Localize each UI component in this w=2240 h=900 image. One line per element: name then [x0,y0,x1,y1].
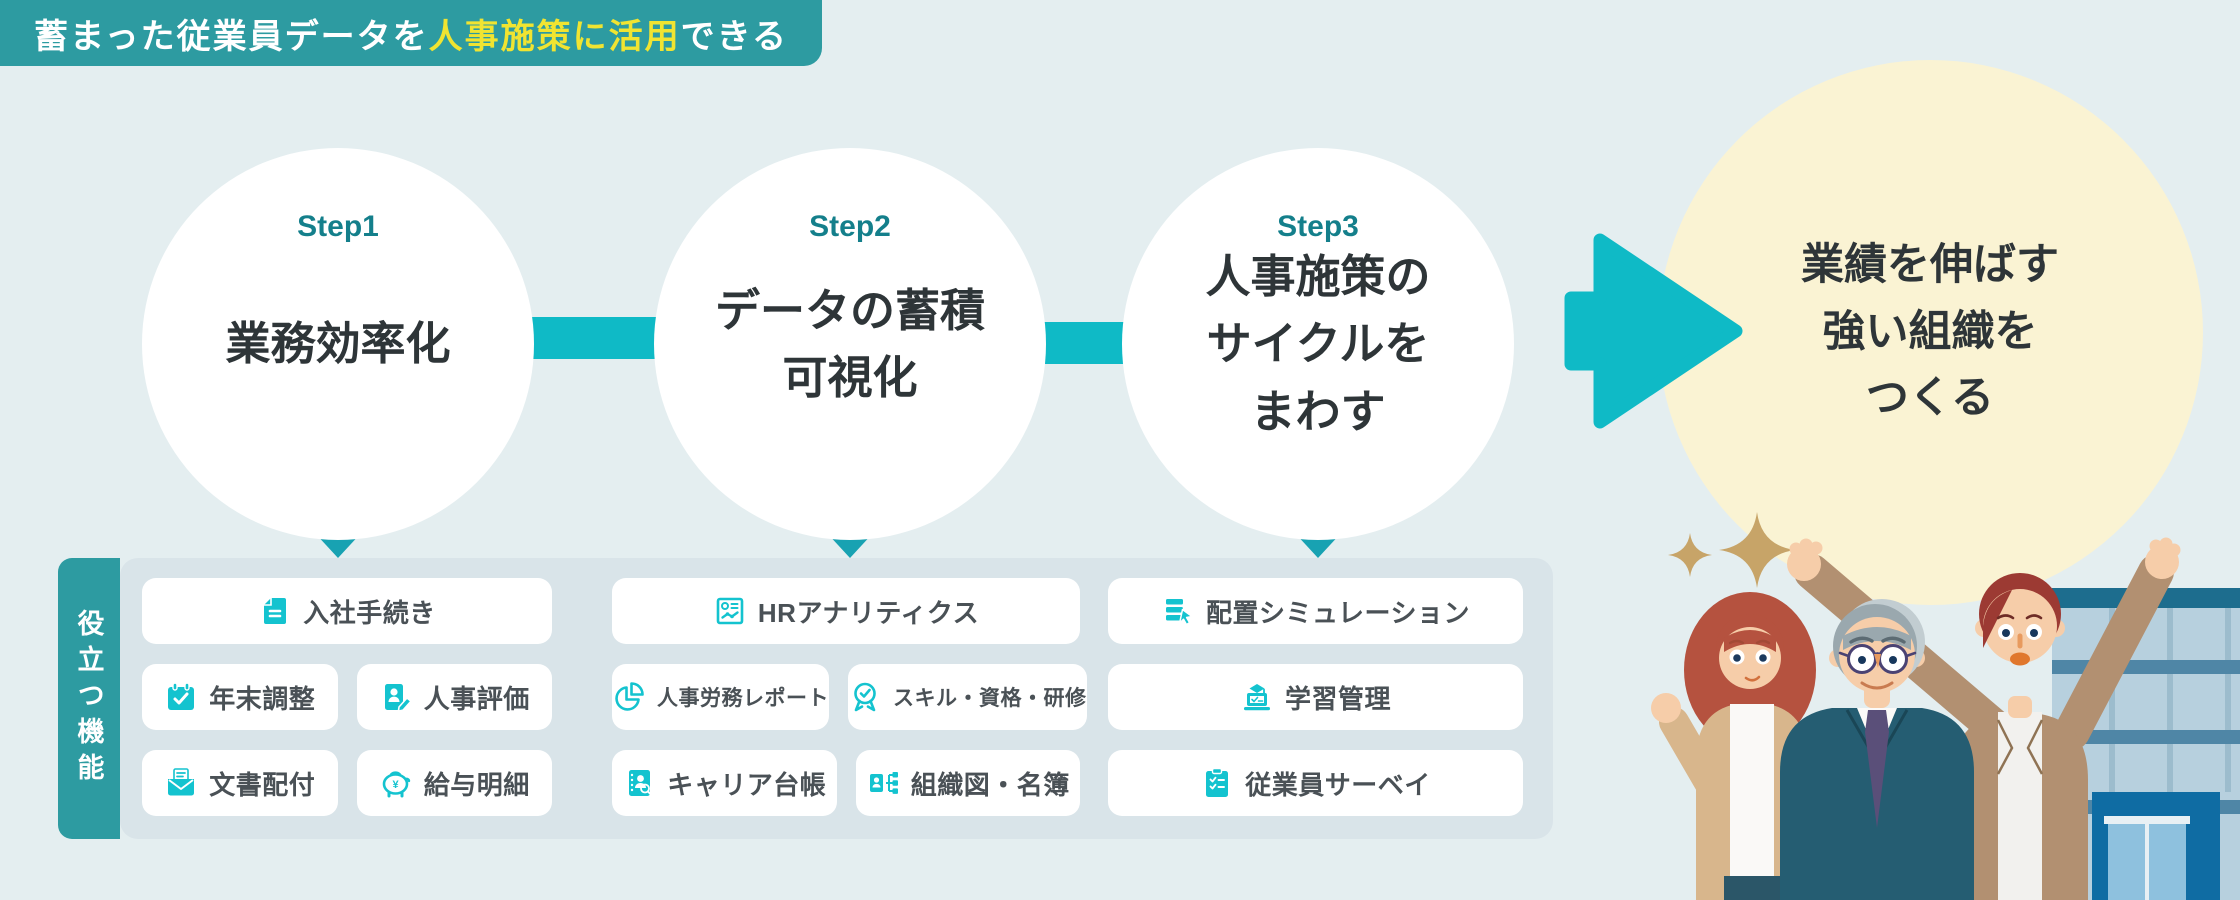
feature-label: 学習管理 [1284,683,1391,714]
sparkle-icon [1668,512,1795,588]
feature-group-step3: 配置シミュレーション学習管理従業員サーベイ [1108,578,1523,836]
analytics-monitor-icon [713,594,747,628]
banner-text-prefix: 蓄まった従業員データを [34,17,429,56]
feature-row: 入社手続き [142,578,552,644]
org-chart-icon [866,766,900,800]
young-man-figure [1787,537,2181,900]
feature-label: 従業員サーベイ [1245,769,1431,800]
step-title: 業務効率化 [225,318,451,370]
feature-item: 従業員サーベイ [1108,750,1523,816]
feature-label: スキル・資格・研修 [893,687,1087,710]
older-man-figure [1780,599,1974,900]
feature-item: 組織図・名簿 [855,750,1080,816]
feature-item: 人事労務レポート [612,664,829,730]
step-title: 人事施策の サイクルを まわす [1205,250,1431,437]
laptop-graduation-icon [1240,680,1274,714]
feature-label: 年末調整 [209,683,316,714]
step-circle-3: Step3 人事施策の サイクルを まわす [1122,148,1514,540]
svg-text:¥: ¥ [392,779,399,791]
feature-row: 人事労務レポート スキル・資格・研修 [612,664,1087,730]
calendar-check-icon [164,680,198,714]
feature-item: 入社手続き [142,578,552,644]
document-icon [258,594,292,628]
feature-item: ¥ 給与明細 [356,750,552,816]
medal-check-icon [848,680,882,714]
feature-row: 学習管理 [1108,664,1523,730]
feature-item: 年末調整 [142,664,338,730]
step-circle-1: Step1 業務効率化 [142,148,534,540]
feature-item: 文書配付 [142,750,338,816]
features-tab-label: 役立つ機能 [58,558,120,839]
banner-text-suffix: できる [680,17,788,56]
step-label: Step2 [809,210,891,243]
office-building-illustration [2052,588,2240,900]
feature-row: HRアナリティクス [612,578,1080,644]
feature-label: 人事評価 [423,683,530,714]
pie-chart-icon [612,680,646,714]
feature-label: 給与明細 [423,769,530,800]
feature-label: 配置シミュレーション [1206,597,1470,628]
envelope-document-icon [164,766,198,800]
feature-item: 配置シミュレーション [1108,578,1523,644]
feature-row: キャリア台帳 組織図・名簿 [612,750,1080,816]
feature-label: キャリア台帳 [667,769,827,800]
feature-group-step1: 入社手続き年末調整 人事評価文書配付 ¥ 給与明細 [142,578,552,836]
feature-row: 配置シミュレーション [1108,578,1523,644]
feature-item: 人事評価 [356,664,552,730]
feature-label: 組織図・名簿 [910,769,1070,800]
feature-item: キャリア台帳 [612,750,837,816]
feature-label: 入社手続き [303,597,436,628]
goal-circle [1658,60,2203,605]
feature-row: 年末調整 人事評価 [142,664,552,730]
step-label: Step3 [1277,210,1359,243]
piggy-bank-icon: ¥ [379,766,413,800]
step-title: データの蓄積 可視化 [714,284,985,404]
feature-item: HRアナリティクス [612,578,1080,644]
feature-row: 従業員サーベイ [1108,750,1523,816]
feature-item: スキル・資格・研修 [848,664,1087,730]
banner-text-highlight: 人事施策に活用 [428,17,681,56]
headline-banner: 蓄まった従業員データを人事施策に活用できる [0,0,822,66]
id-card-edit-icon [379,680,413,714]
clipboard-checklist-icon [1200,766,1234,800]
step-label: Step1 [297,210,379,243]
feature-label: 文書配付 [209,769,316,800]
feature-row: 文書配付 ¥ 給与明細 [142,750,552,816]
goal-title: 業績を伸ばす 強い組織を つくる [1801,241,2059,423]
flow-arrow-icon [1564,233,1743,429]
career-book-icon [622,766,656,800]
layers-cursor-icon [1161,594,1195,628]
feature-item: 学習管理 [1108,664,1523,730]
step-circle-2: Step2 データの蓄積 可視化 [654,148,1046,540]
feature-label: 人事労務レポート [657,687,829,710]
team-illustration [1651,512,2240,900]
banner-text: 蓄まった従業員データを人事施策に活用できる [34,9,788,58]
feature-label: HRアナリティクス [757,597,980,628]
feature-group-step2: HRアナリティクス人事労務レポート スキル・資格・研修キャリア台帳 組織図・名簿 [612,578,1087,836]
